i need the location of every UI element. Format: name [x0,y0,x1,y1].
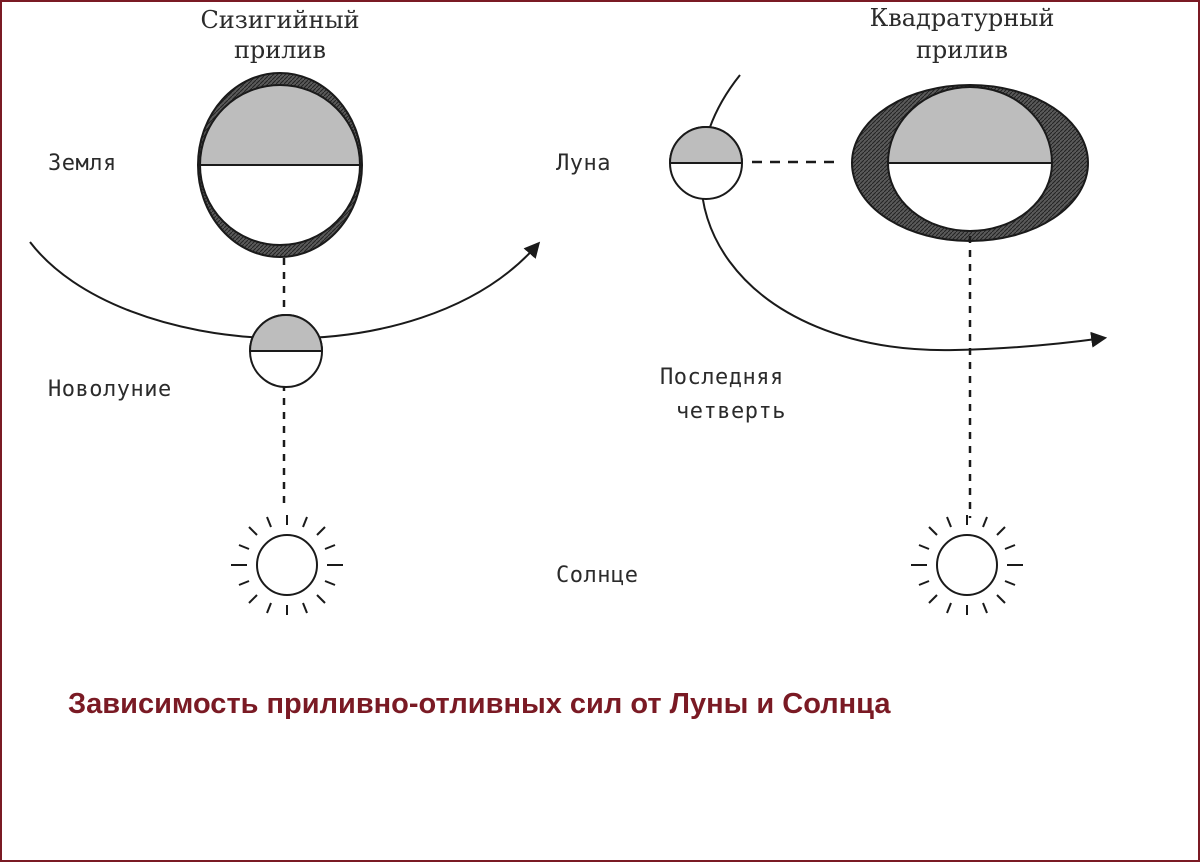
earth-lit-half [198,164,362,246]
phase-label-line1: Последняя [660,365,784,390]
earth-spring [197,72,363,258]
spring-title-line1: Сизигийный [200,6,359,34]
phase-label-line2: четверть [676,399,786,424]
earth-neap [851,84,1089,242]
neap-title-line2: прилив [916,36,1008,64]
figure-caption: Зависимость приливно-отливных сил от Лун… [68,688,891,720]
sun-right-icon [911,515,1023,615]
spring-tide-panel: Сизигийный прилив Земля Новолуние [29,6,541,615]
neap-tide-panel: Квадратурный прилив Луна Последняя четве… [556,4,1108,615]
new-moon-label: Новолуние [48,377,172,402]
quarter-moon [668,126,744,200]
neap-title-line1: Квадратурный [870,4,1055,32]
earth-shaded-half [198,84,362,166]
new-moon [248,314,324,388]
earth-label: Земля [48,151,117,176]
moon-label: Луна [556,151,611,176]
sun-label: Солнце [556,563,638,588]
sun-left-icon [231,515,343,615]
spring-title-line2: прилив [234,36,326,64]
